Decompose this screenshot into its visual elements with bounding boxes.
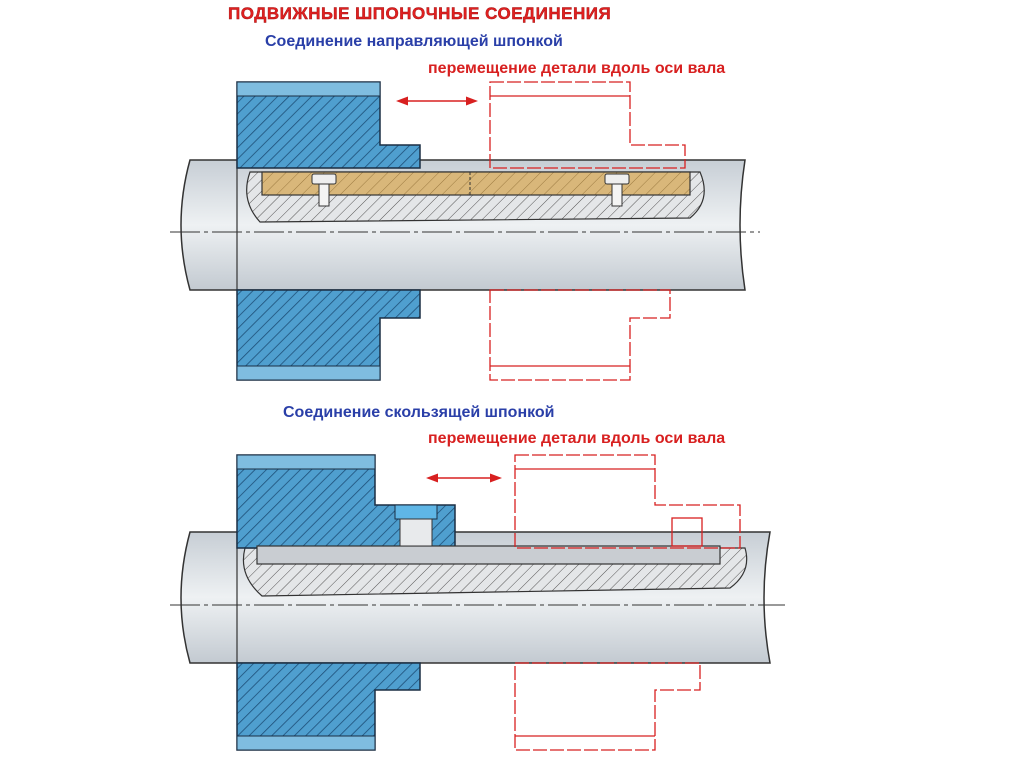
screw-icon xyxy=(604,173,630,207)
sliding-key xyxy=(256,545,721,565)
pin-icon xyxy=(394,504,438,547)
section-heading: Соединение направляющей шпонкой xyxy=(265,33,563,50)
sliding-key-section: Соединение скользящей шпонкой перемещени… xyxy=(170,404,785,751)
section-note: перемещение детали вдоль оси вала xyxy=(428,430,725,447)
screw-icon xyxy=(311,173,337,207)
displaced-part-outline xyxy=(489,81,686,381)
displaced-part-outline xyxy=(514,454,741,751)
section-heading: Соединение скользящей шпонкой xyxy=(283,404,555,421)
guide-key xyxy=(261,171,691,196)
guide-key-section: Соединение направляющей шпонкой перемеще… xyxy=(170,33,760,381)
page-title: ПОДВИЖНЫЕ ШПОНОЧНЫЕ СОЕДИНЕНИЯ xyxy=(228,4,611,23)
section-note: перемещение детали вдоль оси вала xyxy=(428,60,725,77)
